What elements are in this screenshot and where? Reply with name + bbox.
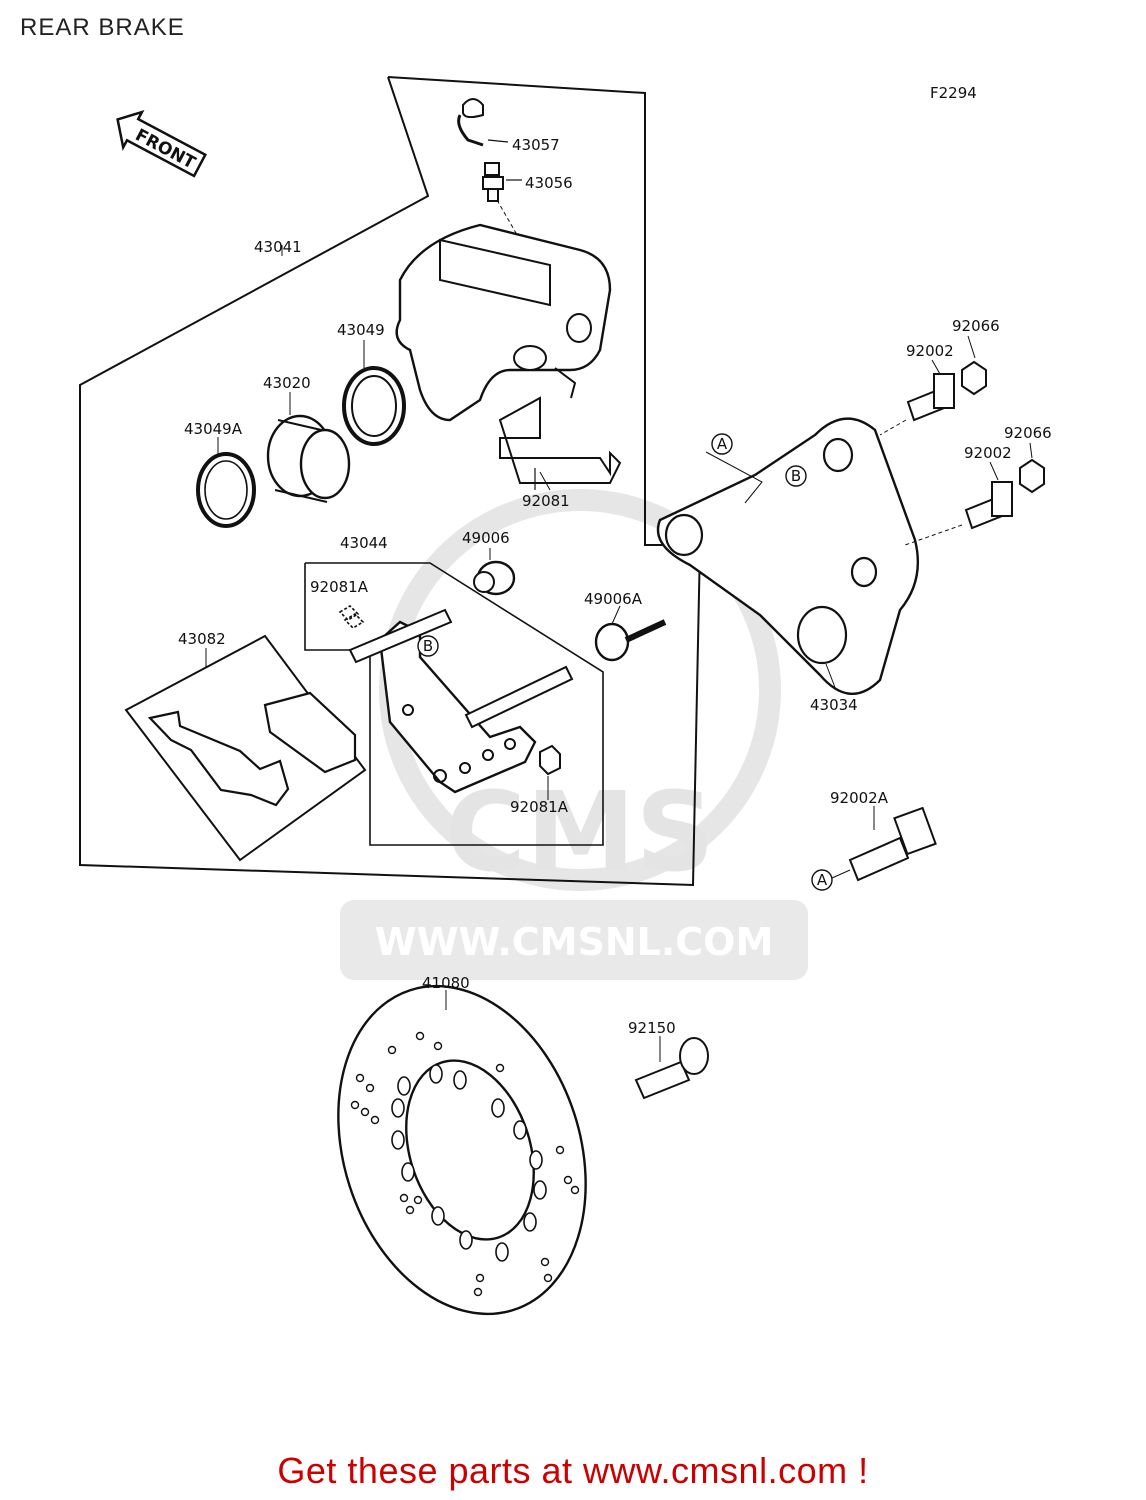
label-92002-mid: 92002 (964, 444, 1012, 462)
label-92002A: 92002A (830, 789, 889, 807)
caliper-holder-icon (348, 608, 574, 794)
part-labels: 43057 43056 43041 43049 43020 43049A 920… (178, 136, 1052, 1037)
label-43049: 43049 (337, 321, 385, 339)
front-arrow-icon: FRONT (116, 109, 208, 178)
label-49006A: 49006A (584, 590, 643, 608)
pad-holder-outline (304, 562, 604, 846)
bleeder-valve-icon (482, 162, 522, 241)
label-92081: 92081 (522, 492, 570, 510)
bleeder-cap-icon (457, 98, 509, 147)
label-92081A-top: 92081A (310, 578, 369, 596)
brake-pads-icon (147, 691, 357, 807)
boot-49006-icon (473, 560, 516, 596)
anti-rattle-spring-icon (498, 396, 622, 490)
label-92150: 92150 (628, 1019, 676, 1037)
nut-92066-mid-icon (1019, 458, 1045, 494)
bolt-92002-mid-icon (904, 481, 1013, 546)
label-92066-top: 92066 (952, 317, 1000, 335)
label-41080: 41080 (422, 974, 470, 992)
bolt-92150-icon (634, 1037, 709, 1100)
svg-text:B: B (423, 637, 433, 655)
leader-lines (205, 245, 1033, 1062)
bolt-92002-top-icon (879, 373, 955, 436)
boot-49006A-icon (594, 619, 667, 662)
label-92081A-bottom: 92081A (510, 798, 569, 816)
label-43057: 43057 (512, 136, 560, 154)
label-43049A: 43049A (184, 420, 243, 438)
label-43034: 43034 (810, 696, 858, 714)
page-title: REAR BRAKE (20, 14, 185, 41)
figure-code: F2294 (930, 84, 977, 102)
brake-disc-icon (337, 984, 587, 1316)
label-43082: 43082 (178, 630, 226, 648)
ref-marker-a-bottom: A (811, 869, 833, 891)
bolt-92002A-icon (831, 806, 937, 882)
watermark-url: WWW.CMSNL.COM (375, 920, 774, 964)
label-49006: 49006 (462, 529, 510, 547)
nut-92066-top-icon (961, 360, 987, 396)
label-92002-top: 92002 (906, 342, 954, 360)
ref-marker-a-top: A (705, 433, 763, 504)
piston-seal-icon (342, 366, 406, 446)
ref-marker-b-holder: B (417, 635, 439, 657)
label-92066-mid: 92066 (1004, 424, 1052, 442)
piston-icon (266, 414, 351, 503)
svg-text:A: A (717, 435, 728, 453)
caliper-bracket-icon (656, 417, 919, 696)
label-43020: 43020 (263, 374, 311, 392)
dust-seal-icon (196, 452, 256, 528)
label-43044: 43044 (340, 534, 388, 552)
footer-link-text[interactable]: Get these parts at www.cmsnl.com ! (277, 1450, 869, 1491)
spring-clip-bottom-icon (539, 744, 561, 776)
brake-pad-outline (124, 634, 367, 862)
watermark-brand: CMS (445, 768, 714, 896)
ref-marker-b-bracket: B (785, 465, 807, 487)
spring-clip-top-icon (338, 604, 365, 630)
caliper-assembly-outline (79, 76, 702, 887)
caliper-body-icon (395, 223, 612, 422)
svg-text:B: B (791, 467, 801, 485)
label-43041: 43041 (254, 238, 302, 256)
label-43056: 43056 (525, 174, 573, 192)
svg-text:A: A (817, 871, 828, 889)
